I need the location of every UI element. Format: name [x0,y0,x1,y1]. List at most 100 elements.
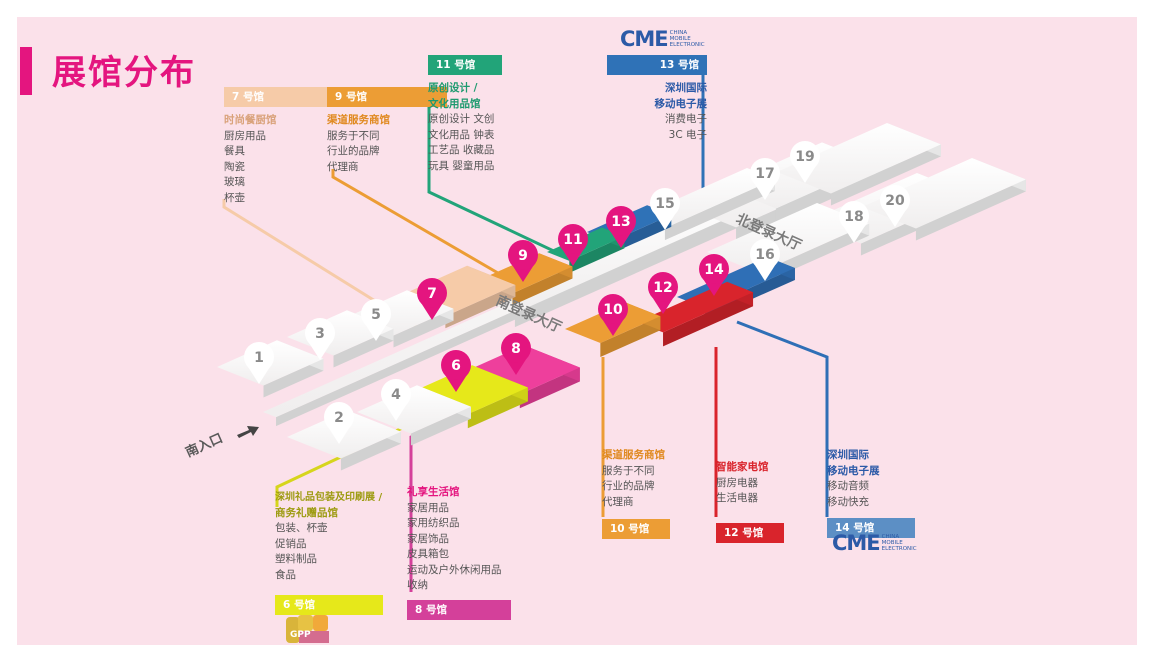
hall-11-subtitle: 原创设计 / [428,82,478,94]
hall-9-item: 服务于不同 [327,129,380,142]
hall-14-header: 14 号馆 [827,518,915,538]
hall-17-pin-label: 17 [755,166,774,182]
hall-5-pin: 5 [361,299,391,341]
hall-7-pin: 7 [417,278,447,320]
hall-8-item: 家居饰品 [407,532,449,545]
hall-7-item: 厨房用品 [224,129,266,142]
hall-16-pin: 16 [750,239,780,281]
hall-1-pin: 1 [244,342,274,384]
hall-20-pin-label: 20 [885,193,905,209]
hall-7-pin-label: 7 [427,286,437,302]
hall-14-subtitle: 深圳国际 [827,449,869,461]
hall-8-item: 家居用品 [407,501,449,514]
cme-logo-text: CME [832,531,881,555]
hall-8-item: 皮具箱包 [407,548,449,560]
hall-6-item: 包装、杯壶 [275,522,328,534]
hall-15-pin-label: 15 [655,196,674,212]
hall-1-pin-label: 1 [254,350,264,366]
gpp-logo: GPP [286,615,329,643]
hall-12-subtitle: 智能家电馆 [716,461,769,473]
hall-10-subtitle: 渠道服务商馆 [602,449,665,461]
cme-logo-line: CHINA [669,30,688,36]
hall-8-item: 家用纺织品 [407,517,460,529]
hall-5-pin-label: 5 [371,307,381,323]
hall-8-item: 收纳 [407,579,428,591]
hall-9-pin-label: 9 [518,248,528,264]
page-title: 展馆分布 [52,53,196,93]
hall-3-pin: 3 [305,318,335,360]
hall-6-card: 深圳礼品包装及印刷展 / 商务礼赠品馆 包装、杯壶 促销品 塑料制品 食品 6 … [275,490,383,615]
cme-logo-line: ELECTRONIC [881,546,917,552]
hall-7-item: 陶瓷 [224,160,245,173]
hall-3-pin-label: 3 [315,326,325,342]
hall-14-pin: 14 [699,254,729,296]
hall-12-pin: 12 [648,272,678,314]
hall-13-item: 3C 电子 [668,128,707,141]
cme-logo-line: ELECTRONIC [669,42,705,48]
hall-11-item: 玩具 婴童用品 [428,159,495,172]
gpp-logo-text: GPP [290,630,311,640]
hall-6-item: 促销品 [275,537,307,550]
hall-10-item: 服务于不同 [602,464,655,477]
hall-9-item: 行业的品牌 [327,145,380,157]
hall-7-card: 7 号馆 时尚餐厨馆 厨房用品 餐具 陶瓷 玻璃 杯壶 [224,87,344,206]
hall-4-pin: 4 [381,379,411,421]
hall-6-item: 食品 [275,568,296,581]
hall-7-item: 餐具 [224,145,245,157]
hall-6-pin: 6 [441,350,471,392]
hall-12-item: 生活电器 [716,492,758,504]
hall-14-item: 移动音频 [827,480,869,492]
hall-14-pin-label: 14 [704,262,724,278]
hall-19-pin: 19 [790,141,820,183]
leader-line [427,107,578,264]
hall-4-pin-label: 4 [391,387,401,403]
hall-14-subtitle: 移动电子展 [827,464,880,477]
hall-11-card: 11 号馆 原创设计 / 文化用品馆 原创设计 文创 文化用品 钟表 工艺品 收… [428,55,558,174]
leader-line [331,169,523,289]
hall-11-item: 原创设计 文创 [428,113,495,125]
hall-13-item: 消费电子 [665,113,707,125]
hall-8-pin-label: 8 [511,341,521,357]
hall-9-subtitle: 渠道服务商馆 [327,114,390,126]
hall-11-header: 11 号馆 [428,55,502,75]
hall-11-pin: 11 [558,224,588,266]
hall-17-pin: 17 [750,158,780,200]
hall-4-block [357,385,471,446]
hall-13-subtitle: 深圳国际 [665,82,707,94]
hall-2-pin-label: 2 [334,410,344,426]
hall-11-pin-label: 11 [563,232,582,248]
hall-12-header: 12 号馆 [716,522,784,543]
hall-12-item: 厨房电器 [716,476,758,489]
hall-8-pin: 8 [501,333,531,375]
hall-10-item: 行业的品牌 [602,480,655,492]
hall-13-pin: 13 [606,206,636,248]
hall-6-subtitle: 商务礼赠品馆 [275,506,338,519]
hall-12-pin-label: 12 [653,280,672,296]
hall-10-pin-label: 10 [603,302,623,318]
leader-line [222,199,418,329]
hall-7-subtitle: 时尚餐厨馆 [224,114,277,126]
hall-8-card: 礼享生活馆 家居用品 家用纺织品 家居饰品 皮具箱包 运动及户外休闲用品 收纳 … [407,479,511,620]
hall-10-item: 代理商 [602,495,634,508]
hall-18-pin-label: 18 [844,209,863,225]
hall-13-subtitle: 移动电子展 [654,97,708,110]
hall-7-header: 7 号馆 [224,87,344,107]
cme-logo-line: CHINA [881,534,900,540]
hall-6-subtitle: 深圳礼品包装及印刷展 / [275,492,383,503]
south-entrance-label: 南入口 [183,430,225,460]
hall-2-pin: 2 [324,402,354,444]
hall-13-header: 13 号馆 [607,55,707,75]
hall-6-pin-label: 6 [451,358,461,374]
hall-10-header: 10 号馆 [602,519,670,539]
hall-11-item: 文化用品 钟表 [428,128,495,141]
hall-19-pin-label: 19 [795,149,814,165]
hall-9-card: 9 号馆 渠道服务商馆 服务于不同 行业的品牌 代理商 [327,87,447,175]
entrance-arrow-icon [237,426,259,438]
hall-16-pin-label: 16 [755,247,774,263]
hall-15-pin: 15 [650,188,680,230]
hall-6-item: 塑料制品 [275,553,317,565]
hall-10-pin: 10 [598,294,628,336]
hall-13-pin-label: 13 [611,214,630,230]
